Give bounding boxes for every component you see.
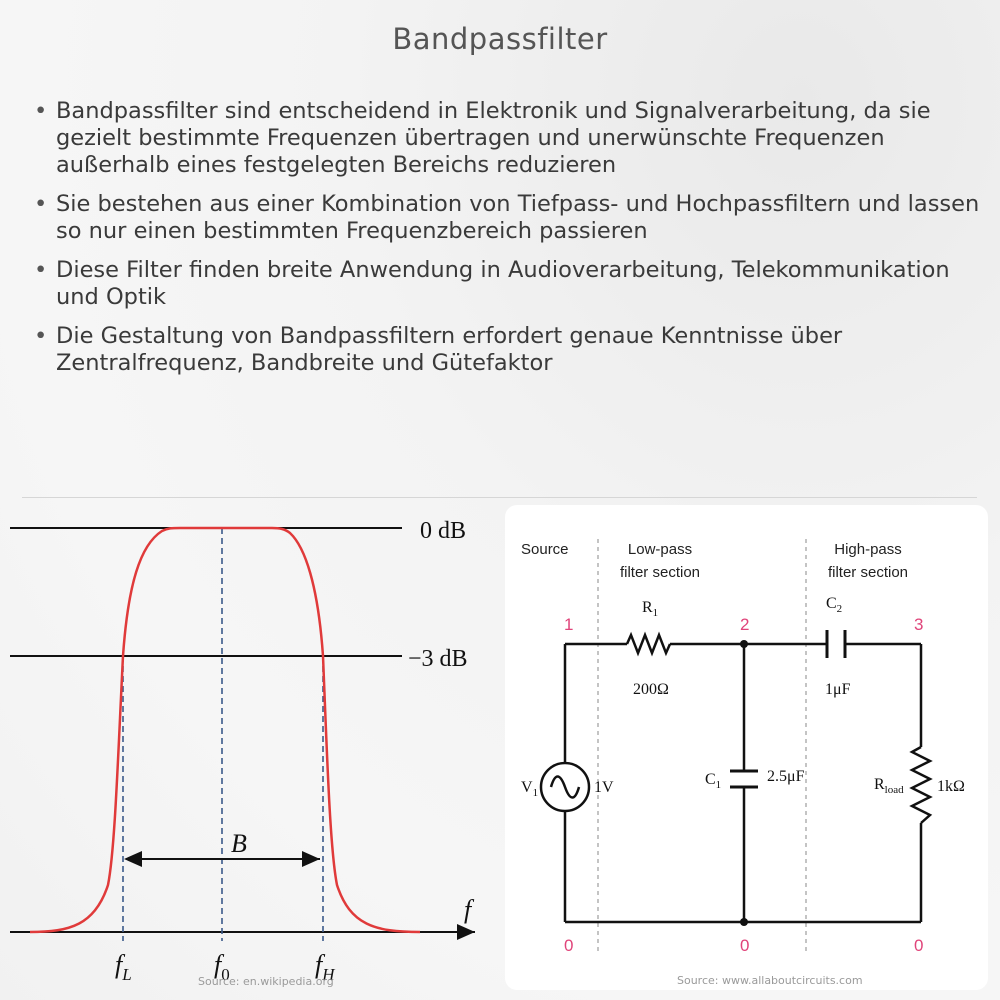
bandpass-response-diagram: 0 dB −3 dB f B fL f0 fH Source: en.wikip…	[10, 518, 475, 988]
source-section-label: Source	[521, 541, 569, 558]
c1-value: 2.5μF	[767, 768, 805, 785]
circuit-wires	[563, 642, 923, 924]
bullet-list: Bandpassfilter sind entscheidend in Elek…	[30, 98, 980, 389]
resistor-rload-icon	[909, 745, 933, 824]
r1-label: R1	[642, 599, 658, 619]
fl-label: fL	[115, 950, 132, 984]
node-number: 1	[564, 615, 573, 634]
resistor-r1-icon	[625, 631, 672, 657]
rload-value: 1kΩ	[937, 778, 965, 795]
circuit-panel: Source Low-pass filter section High-pass…	[505, 505, 988, 990]
circuit-source: Source: www.allaboutcircuits.com	[677, 974, 863, 987]
node-number: 0	[740, 936, 749, 955]
node-number: 3	[914, 615, 923, 634]
rload-label: Rload	[874, 776, 904, 796]
f0-label: f0	[214, 950, 230, 984]
minus-3db-label: −3 dB	[408, 646, 468, 672]
v1-value: 1V	[594, 779, 614, 796]
sine-wave-icon	[549, 775, 581, 799]
diagram-source: Source: en.wikipedia.org	[198, 975, 334, 988]
v1-label: V1	[521, 779, 538, 799]
fh-label: fH	[315, 950, 336, 984]
bullet-item: Bandpassfilter sind entscheidend in Elek…	[30, 98, 980, 179]
response-curve	[29, 526, 421, 934]
capacitor-c2-icon	[825, 630, 847, 658]
bullet-item: Die Gestaltung von Bandpassfiltern erfor…	[30, 323, 980, 377]
page-title: Bandpassfilter	[392, 22, 608, 56]
r1-value: 200Ω	[633, 681, 669, 698]
divider	[22, 497, 977, 498]
lowpass-section-label: Low-pass	[628, 541, 692, 558]
node-number: 0	[564, 936, 573, 955]
junction-dot	[740, 640, 748, 648]
zero-db-label: 0 dB	[420, 518, 466, 544]
bandwidth-label: B	[231, 829, 247, 858]
highpass-section-label: High-pass	[834, 541, 902, 558]
junction-dot	[740, 918, 748, 926]
lowpass-section-label: filter section	[620, 564, 700, 581]
bullet-item: Sie bestehen aus einer Kombination von T…	[30, 191, 980, 245]
node-number: 0	[914, 936, 923, 955]
capacitor-c1-icon	[730, 769, 758, 789]
circuit-diagram: Source Low-pass filter section High-pass…	[521, 539, 965, 987]
frequency-axis-label: f	[464, 895, 475, 924]
c1-label: C1	[705, 771, 721, 791]
c2-label: C2	[826, 595, 842, 615]
highpass-section-label: filter section	[828, 564, 908, 581]
c2-value: 1μF	[825, 681, 851, 698]
bullet-item: Diese Filter finden breite Anwendung in …	[30, 257, 980, 311]
node-number: 2	[740, 615, 749, 634]
